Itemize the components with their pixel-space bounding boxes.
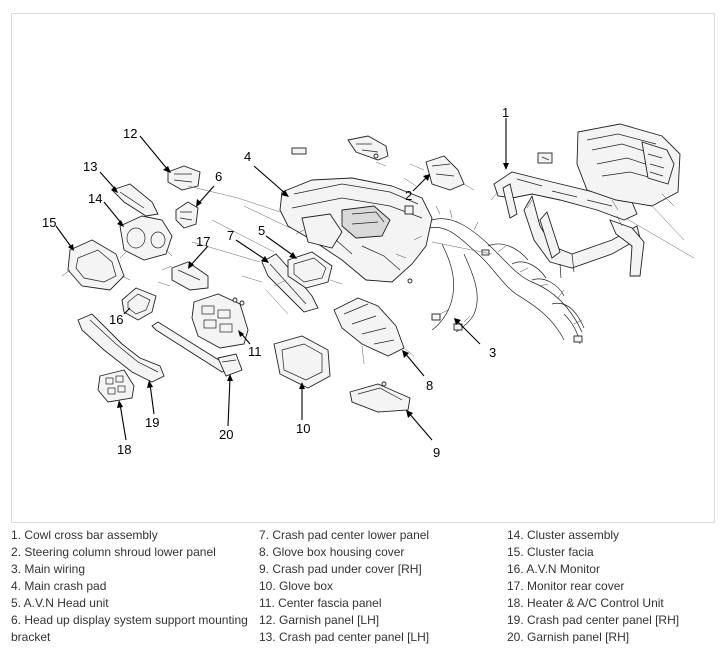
legend-item: 17. Monitor rear cover: [507, 579, 625, 593]
callout-16-17-label: 17: [196, 234, 210, 249]
glove-box: [273, 335, 331, 389]
callout-10: 10: [296, 421, 310, 436]
cluster-facia: [61, 239, 131, 291]
legend-item: 11. Center fascia panel: [259, 596, 382, 610]
legend-item: 14. Cluster assembly: [507, 528, 620, 542]
callout-4: 4: [244, 149, 251, 164]
legend-item: 10. Glove box: [259, 579, 334, 593]
cowl-cross-bar-assembly: [490, 123, 695, 279]
heater-ac-control-unit: [97, 369, 135, 403]
callout-leaders: [55, 118, 509, 441]
callout-7: 7: [227, 228, 234, 243]
garnish-panel-rh: [151, 321, 243, 377]
garnish-panel-lh: [167, 165, 201, 191]
cluster-assembly: [119, 215, 173, 261]
legend-column-2: 7. Crash pad center lower panel 8. Glove…: [259, 527, 505, 646]
callout-11: 11: [248, 344, 262, 359]
parts-legend: 1. Cowl cross bar assembly 2. Steering c…: [11, 527, 717, 657]
main-crash-pad: [279, 135, 433, 284]
hud-support-mounting-bracket: [175, 201, 199, 229]
callout-14: 14: [88, 191, 102, 206]
legend-item: 13. Crash pad center panel [LH]: [259, 630, 430, 644]
crash-pad-under-cover-rh: [349, 381, 411, 413]
legend-item: 19. Crash pad center panel [RH]: [507, 613, 680, 627]
legend-item: 6. Head up display system support mounti…: [11, 613, 248, 644]
callout-numbers: 1 2 3 4 5 6 7 8 9 10 11 12 13 14 15 17 1…: [42, 105, 509, 460]
callout-1: 1: [502, 105, 509, 120]
legend-item: 18. Heater & A/C Control Unit: [507, 596, 664, 610]
callout-15: 15: [42, 215, 56, 230]
callout-20: 20: [219, 427, 233, 442]
center-fascia-panel: [191, 293, 249, 349]
legend-item: 8. Glove box housing cover: [259, 545, 405, 559]
legend-item: 2. Steering column shroud lower panel: [11, 545, 216, 559]
crash-pad-center-panel-lh: [111, 183, 159, 217]
steering-column-shroud-lower-panel: [404, 155, 475, 215]
assembly-guide-lines: [187, 185, 493, 263]
callout-2: 2: [405, 188, 412, 203]
main-wiring: [429, 205, 585, 345]
callout-6: 6: [215, 169, 222, 184]
legend-item: 9. Crash pad under cover [RH]: [259, 562, 422, 576]
legend-item: 4. Main crash pad: [11, 579, 107, 593]
monitor-rear-cover: [157, 261, 209, 291]
callout-19: 19: [145, 415, 159, 430]
callout-12: 12: [123, 126, 137, 141]
avn-head-unit: [273, 251, 343, 289]
glove-box-housing-cover: [333, 297, 415, 365]
legend-item: 3. Main wiring: [11, 562, 86, 576]
callout-3: 3: [489, 345, 496, 360]
legend-item: 5. A.V.N Head unit: [11, 596, 109, 610]
avn-monitor: [121, 287, 157, 321]
callout-18: 18: [117, 442, 131, 457]
legend-item: 15. Cluster facia: [507, 545, 594, 559]
callout-9: 9: [433, 445, 440, 460]
callout-8: 8: [426, 378, 433, 393]
callout-13: 13: [83, 159, 97, 174]
legend-item: 1. Cowl cross bar assembly: [11, 528, 158, 542]
legend-item: 16. A.V.N Monitor: [507, 562, 600, 576]
legend-item: 7. Crash pad center lower panel: [259, 528, 430, 542]
legend-item: 12. Garnish panel [LH]: [259, 613, 380, 627]
legend-column-3: 14. Cluster assembly 15. Cluster facia 1…: [507, 527, 717, 646]
exploded-view-diagram: 1 2 3 4 5 6 7 8 9 10 11 12 13 14 15 17 1…: [11, 13, 715, 523]
legend-column-1: 1. Cowl cross bar assembly 2. Steering c…: [11, 527, 257, 646]
crash-pad-center-lower-panel: [241, 253, 319, 315]
crash-pad-center-panel-rh: [77, 313, 165, 383]
page-top-strip: [0, 0, 726, 4]
legend-item: 20. Garnish panel [RH]: [507, 630, 630, 644]
diagram-canvas: 1 2 3 4 5 6 7 8 9 10 11 12 13 14 15 17 1…: [42, 105, 695, 460]
callout-16: 16: [109, 312, 123, 327]
callout-5: 5: [258, 223, 265, 238]
